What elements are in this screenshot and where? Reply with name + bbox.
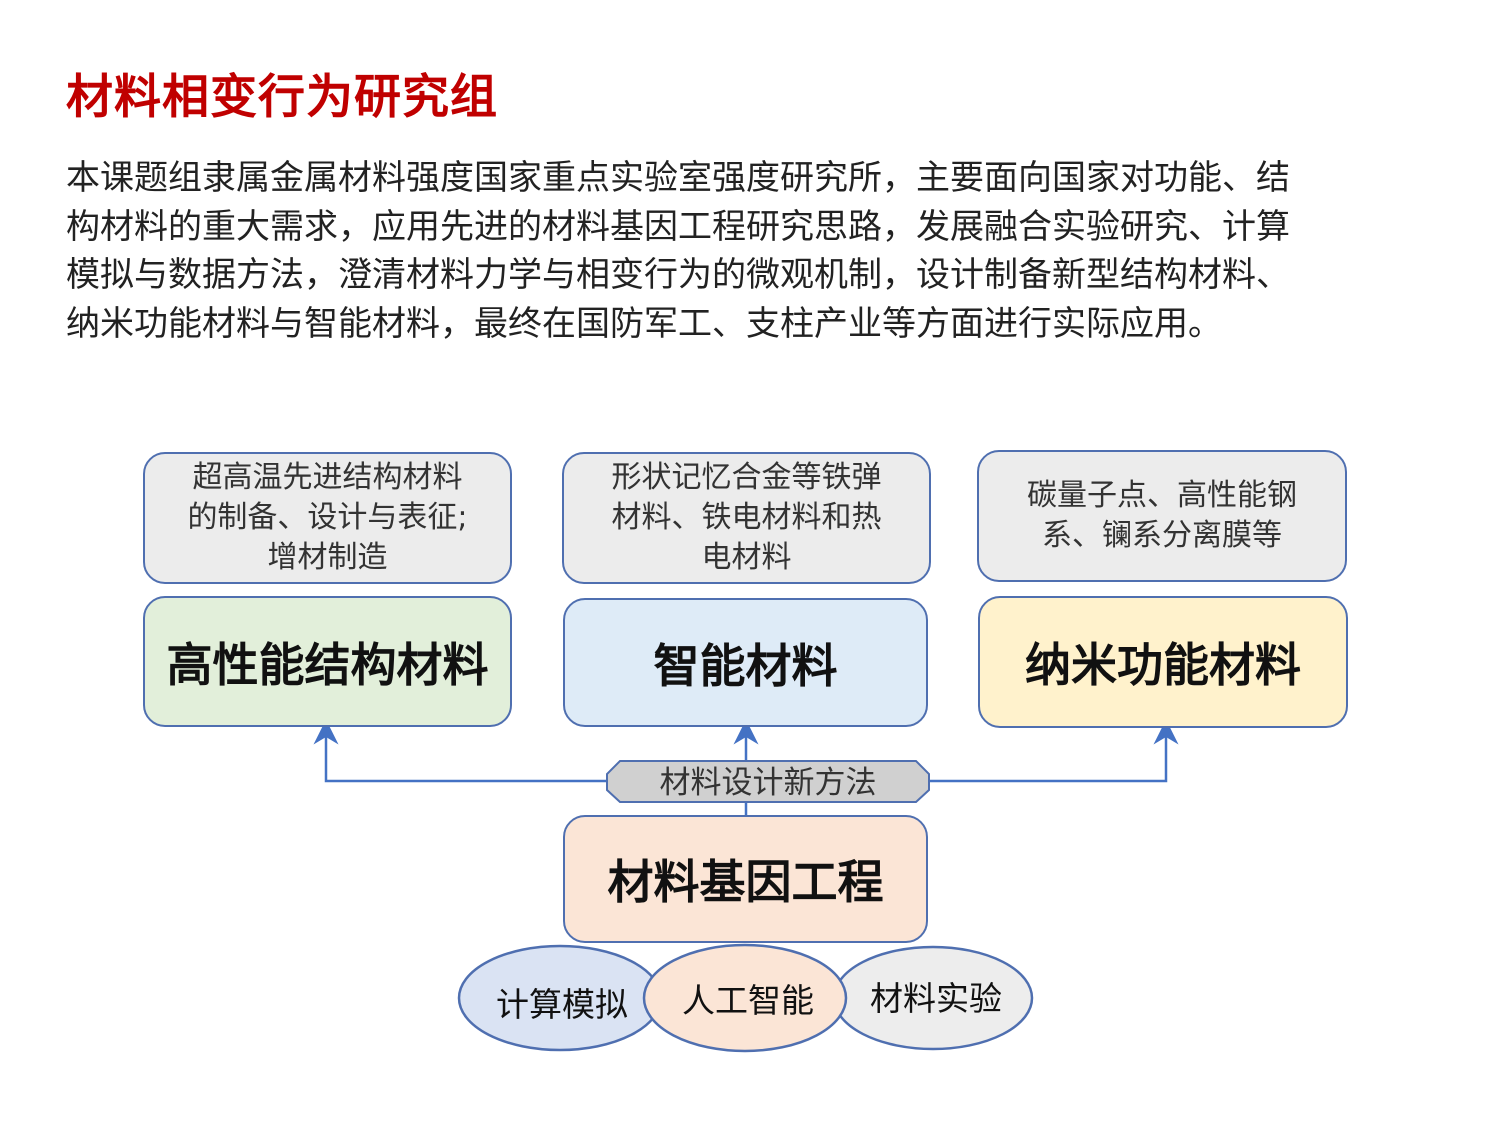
detail-line: 材料、铁电材料和热 xyxy=(611,500,882,535)
area-detail-smart: 形状记忆合金等铁弹材料、铁电材料和热电材料 xyxy=(562,452,931,584)
pillar-ai: 人工智能 xyxy=(682,981,814,1020)
area-smart: 智能材料 xyxy=(563,598,928,727)
description: 本课题组隶属金属材料强度国家重点实验室强度研究所，主要面向国家对功能、结 构材料… xyxy=(66,154,1290,348)
area-detail-nano: 碳量子点、高性能钢系、镧系分离膜等 xyxy=(977,450,1347,582)
arrow-left xyxy=(313,719,608,783)
description-line: 本课题组隶属金属材料强度国家重点实验室强度研究所，主要面向国家对功能、结 xyxy=(66,158,1290,198)
arrow-right xyxy=(929,719,1179,783)
description-line: 模拟与数据方法，澄清材料力学与相变行为的微观机制，设计制备新型结构材料、 xyxy=(66,255,1290,295)
area-nano: 纳米功能材料 xyxy=(978,596,1348,728)
method-label: 材料设计新方法 xyxy=(660,765,877,801)
page-title: 材料相变行为研究组 xyxy=(66,70,498,125)
detail-line: 超高温先进结构材料 xyxy=(192,460,463,495)
detail-line: 系、镧系分离膜等 xyxy=(1042,518,1282,553)
method-label-shape xyxy=(606,760,930,803)
detail-line: 碳量子点、高性能钢 xyxy=(1027,478,1297,513)
area-detail-structural: 超高温先进结构材料的制备、设计与表征; 增材制造 xyxy=(143,452,512,584)
detail-line: 形状记忆合金等铁弹 xyxy=(611,460,882,495)
description-line: 构材料的重大需求，应用先进的材料基因工程研究思路，发展融合实验研究、计算 xyxy=(66,206,1290,247)
detail-line: 的制备、设计与表征; xyxy=(187,500,468,535)
detail-line: 增材制造 xyxy=(267,540,388,575)
pillar-shape-ai xyxy=(642,943,848,1053)
detail-line: 电材料 xyxy=(701,540,792,575)
pillar-experiment: 材料实验 xyxy=(870,979,1002,1018)
description-line: 纳米功能材料与智能材料，最终在国防军工、支柱产业等方面进行实际应用。 xyxy=(66,303,1222,344)
pillar-compute: 计算模拟 xyxy=(496,985,628,1024)
core-genome-engineering: 材料基因工程 xyxy=(563,815,928,943)
area-structural: 高性能结构材料 xyxy=(143,596,512,727)
